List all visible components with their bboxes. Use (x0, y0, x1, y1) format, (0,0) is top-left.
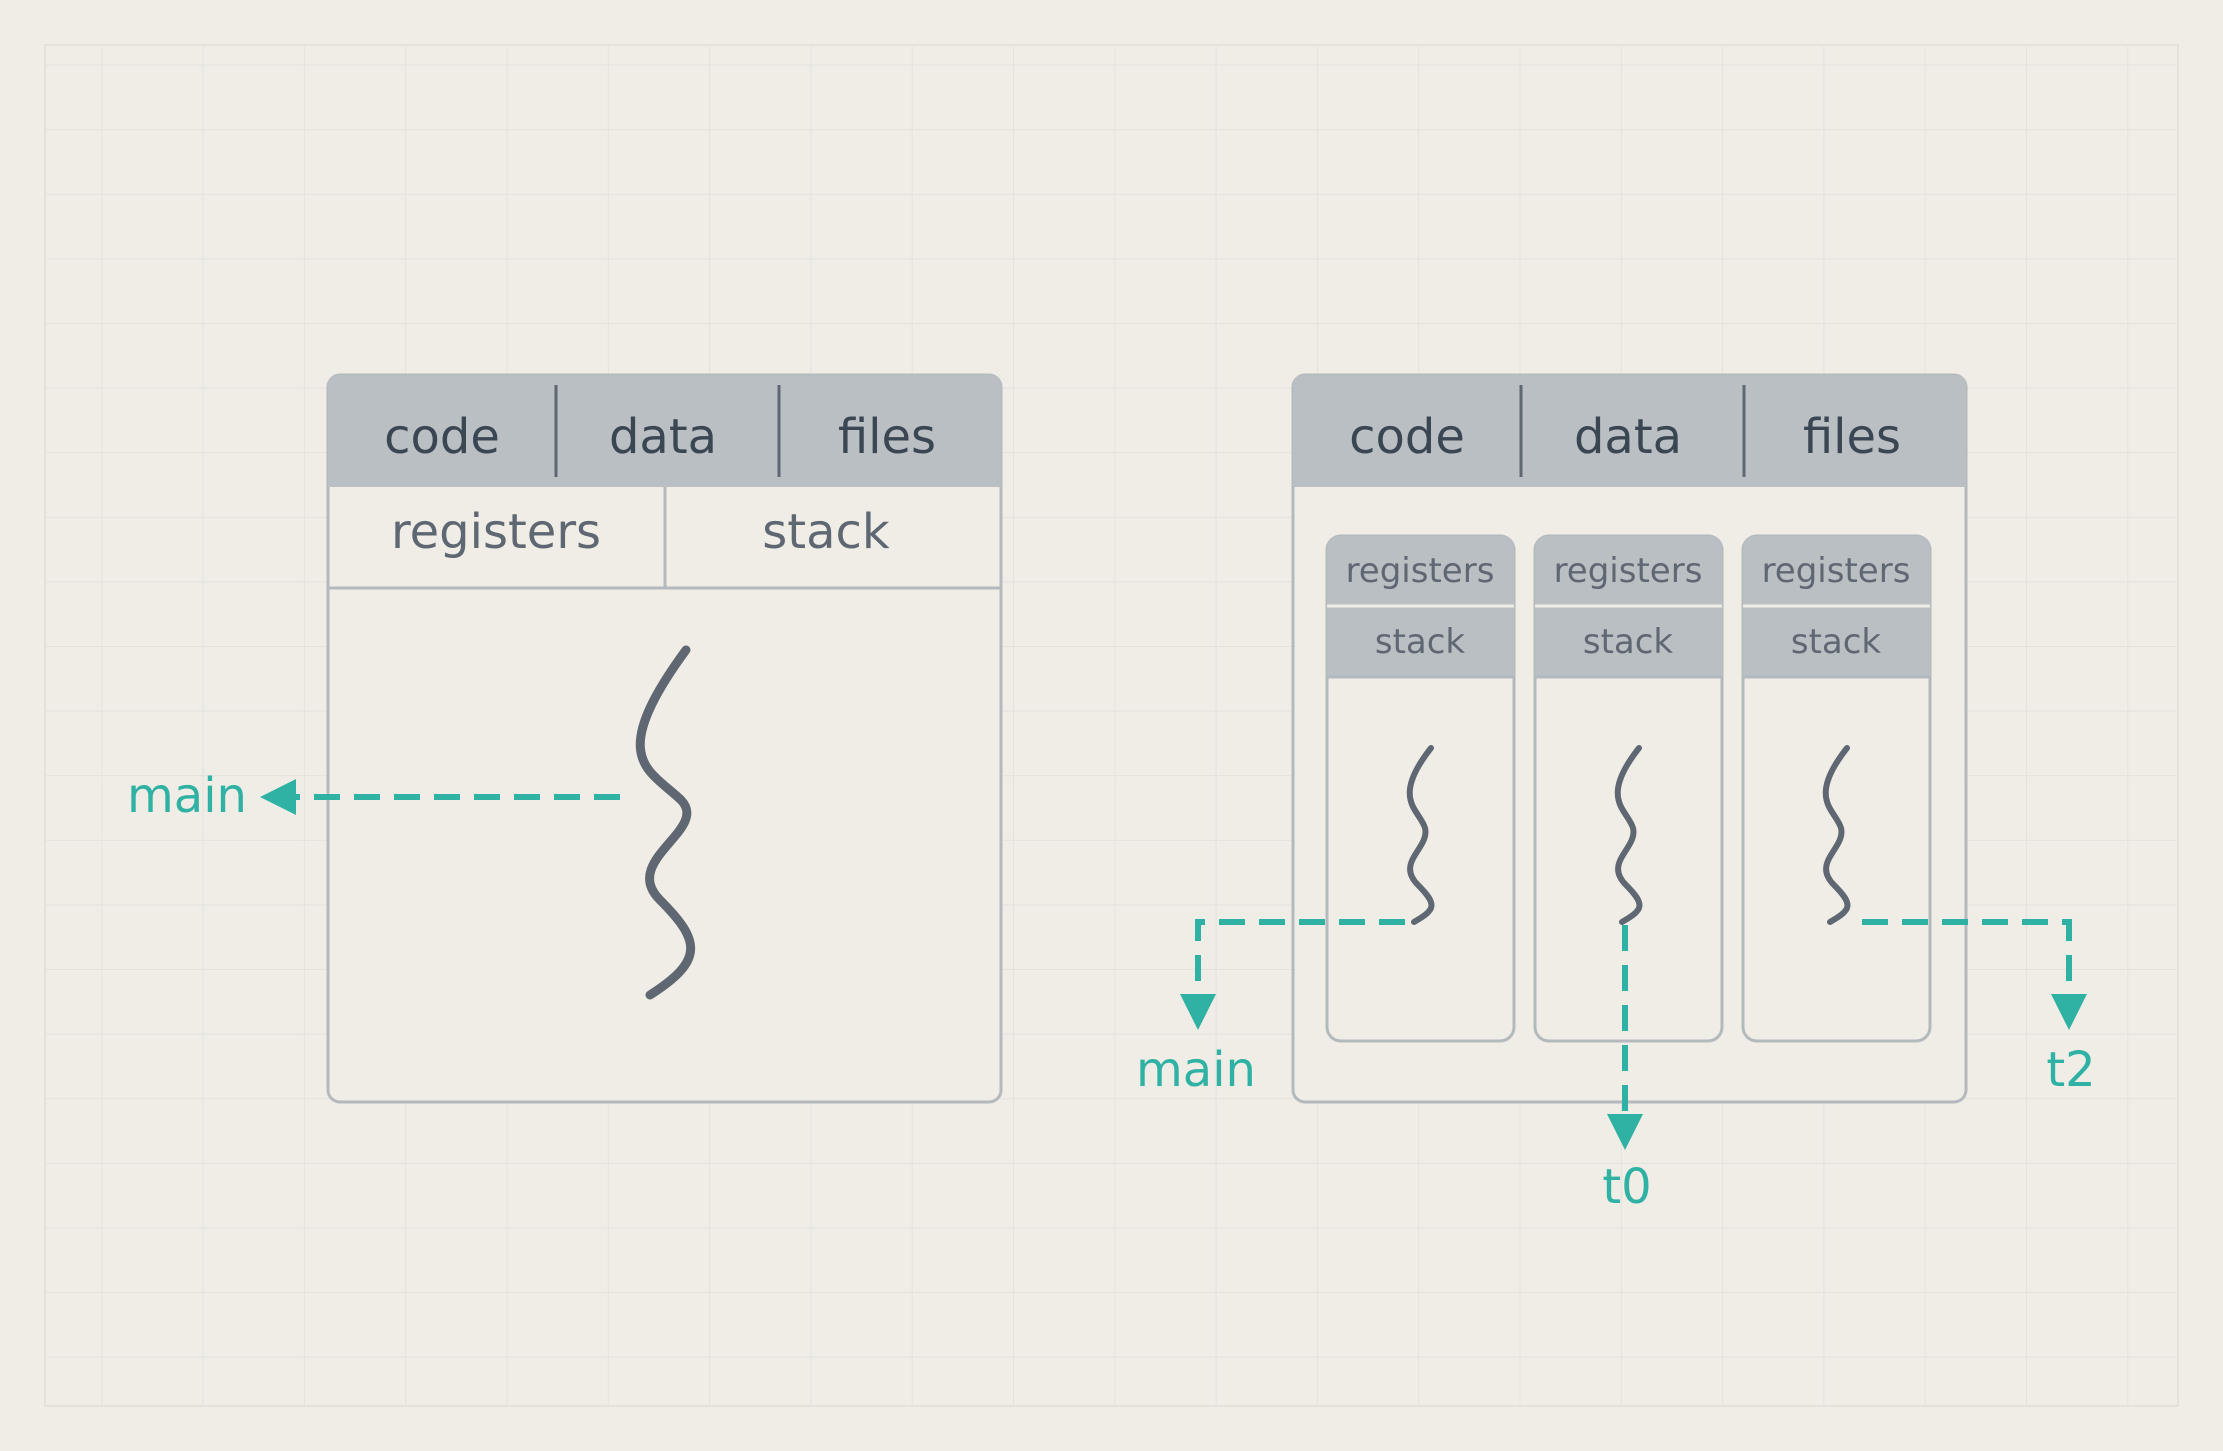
thread-column: registers stack (1533, 534, 1724, 1043)
header-code-label: code (1349, 409, 1465, 465)
thread-arrow-main (1180, 919, 1405, 1030)
multi-threaded-process: code data files registers stack register… (1136, 373, 2096, 1215)
shared-header (328, 375, 1001, 487)
thread-arrow-t2 (1862, 919, 2087, 1030)
header-files-label: files (1803, 409, 1901, 465)
thread-label-main: main (1136, 1042, 1256, 1098)
thread-column: registers stack (1741, 534, 1932, 1043)
thread-squiggle (635, 645, 696, 1000)
thread-stack-label: stack (1791, 622, 1882, 662)
thread-squiggle (1614, 745, 1643, 925)
thread-stack-cell (1743, 606, 1930, 677)
stack-label: stack (762, 504, 890, 560)
thread-column: registers stack (1325, 534, 1516, 1043)
thread-stack-label: stack (1583, 622, 1674, 662)
thread-registers-cell (1743, 536, 1930, 606)
header-data-label: data (1574, 409, 1682, 465)
thread-squiggle (1822, 745, 1851, 925)
registers-label: registers (391, 504, 601, 560)
single-threaded-process: code data files registers stack main (127, 373, 1003, 1104)
thread-registers-cell (1535, 536, 1722, 606)
header-data-label: data (609, 409, 717, 465)
header-code-label: code (384, 409, 500, 465)
thread-squiggle (1406, 745, 1435, 925)
thread-registers-label: registers (1554, 551, 1703, 591)
thread-registers-label: registers (1346, 551, 1495, 591)
header-files-label: files (838, 409, 936, 465)
thread-label-t2: t2 (2046, 1042, 2095, 1098)
thread-registers-label: registers (1762, 551, 1911, 591)
thread-label-t0: t0 (1602, 1159, 1651, 1215)
thread-registers-cell (1327, 536, 1514, 606)
shared-header (1293, 375, 1966, 487)
thread-stack-cell (1327, 606, 1514, 677)
thread-label-main: main (127, 768, 247, 824)
thread-stack-label: stack (1375, 622, 1466, 662)
thread-stack-cell (1535, 606, 1722, 677)
